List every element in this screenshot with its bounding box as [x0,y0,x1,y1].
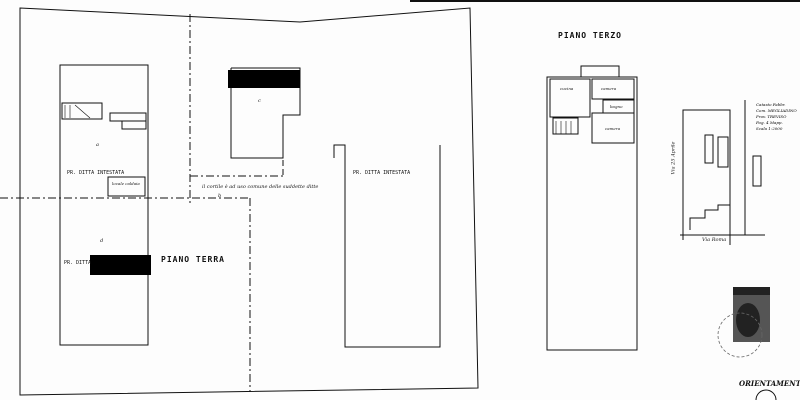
boiler-room-label: locale caldaia [112,181,140,186]
boiler-room [107,176,146,197]
balcony [580,65,620,78]
room-label: camera [601,86,617,91]
stair [552,117,579,135]
street-label: Via 25 Aprile [670,141,677,175]
unit-label: c [258,98,261,104]
map-note: Com. MEGLIADINO [756,108,797,113]
room [109,112,147,122]
room-label: bagno [610,104,623,109]
building-right [333,144,441,348]
owner-label: PR. DITTA INTESTATA [67,170,125,176]
map-note: Scala 1:2000 [756,126,783,131]
stair [61,102,103,120]
map-building [717,136,729,168]
map-building [752,155,762,187]
unit-label: b [218,193,222,199]
map-note: Prov. TREVISO [756,114,787,119]
room-label: cucina [560,86,574,91]
room-label: camera [605,126,621,131]
map-note: Fog. 4 Mapp. [756,120,783,125]
owner-label: PR. DITTA INTESTATA [353,170,411,176]
unit-label: a [96,142,99,148]
room-kitchen [549,78,591,118]
street-label: Via Roma [702,237,727,243]
redaction [90,255,151,275]
lot-outline [19,7,479,396]
building-c [230,67,301,159]
unit-label: d [100,238,104,244]
stamp [717,287,770,358]
room-bedroom [591,78,635,100]
map-notes: Catasto Fabbr. Com. MEGLIADINO Prov. TRE… [756,102,797,132]
map-building [689,204,730,230]
compass-icon [755,389,777,400]
building-left [59,64,149,346]
map-block [682,109,731,245]
map-building [704,134,714,164]
third-floor-title: PIANO TERZO [558,31,622,40]
redaction [228,70,300,88]
owner-label: PR. DITTA [64,260,92,266]
room [121,120,147,130]
ground-floor-title: PIANO TERRA [161,255,225,264]
courtyard-note: il cortile è ad uso comune delle suddett… [202,184,319,190]
room-bedroom-2 [591,112,635,144]
orientation-label: ORIENTAMENTO [739,379,800,388]
map-note: Catasto Fabbr. [756,102,786,107]
